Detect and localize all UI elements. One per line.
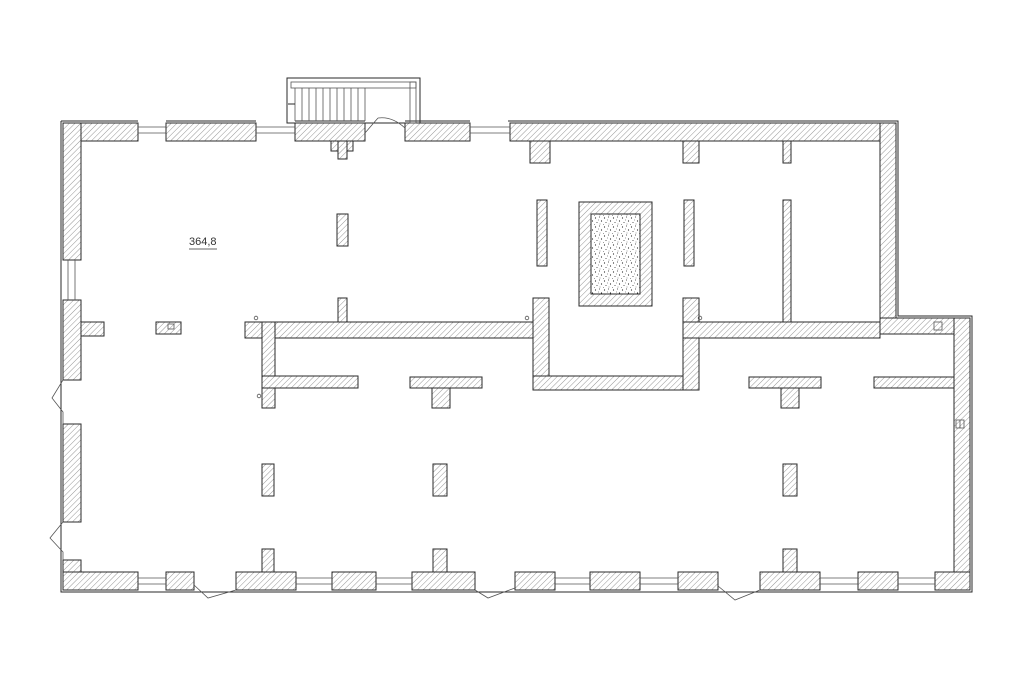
interior-walls [80,140,955,573]
wall-segment [404,122,471,142]
outer-border [60,120,973,593]
t-column [780,387,800,409]
wall-segment [62,571,139,591]
wall-segment [589,571,641,591]
pillar [336,213,349,247]
wall-segment [62,423,82,523]
wall-segment [514,571,556,591]
wall-segment [261,321,276,409]
wall-segment [532,375,698,391]
wall-segment [62,299,82,381]
wall-segment [857,571,899,591]
wall-segment [337,297,348,323]
area-label-group: 364,8 [189,236,217,250]
wall-segment [261,375,359,389]
wall-segment [879,122,897,324]
wall-segment [529,140,551,164]
pillar [782,463,798,497]
wall-segment [759,571,821,591]
wall-segment [953,317,971,591]
wall-segment [337,140,348,160]
outer-walls [60,120,973,593]
wall-segment [782,199,792,323]
wall-segment [165,571,195,591]
doors [49,117,965,601]
wall-segment [677,571,719,591]
wall-segment [873,376,955,389]
wall-segment [411,571,476,591]
wall-segment [165,122,257,142]
fixture [155,321,182,335]
t-column [432,548,448,573]
staircase [286,77,421,124]
wall-segment [80,321,105,337]
windows-top [138,126,510,134]
wall-segment [682,321,881,339]
pillar [432,463,448,497]
t-column [748,376,822,389]
wall-segment [782,140,792,164]
pillar [536,199,548,267]
wall-segment [235,571,297,591]
wall-segment [62,122,82,261]
wall-segment [244,321,546,339]
pillar [683,199,695,267]
t-column [431,387,451,409]
t-column [409,376,483,389]
area-label: 364,8 [189,236,217,248]
wall-segment [509,122,897,142]
t-column [782,548,798,573]
wall-segment [682,140,700,164]
wall-segment [294,122,366,142]
windows-left [67,260,76,300]
wall-segment [682,297,700,391]
t-column [261,548,275,573]
central-shaft [578,201,653,307]
windows-bottom [138,577,935,585]
wall-segment [331,571,377,591]
wall-segment [934,571,971,591]
pillar [261,463,275,497]
